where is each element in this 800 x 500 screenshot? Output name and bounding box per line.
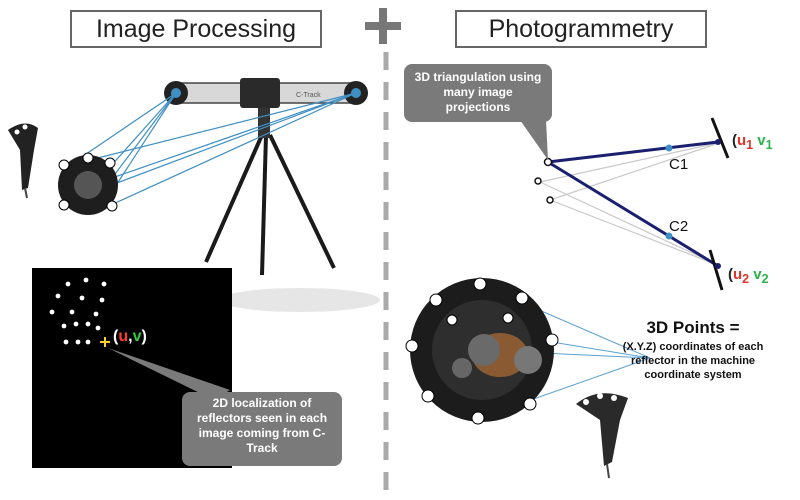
triangulation-callout: 3D triangulation using many image projec… (404, 64, 552, 122)
localization-callout: 2D localization of reflectors seen in ea… (182, 392, 342, 466)
image-plane-2 (708, 249, 724, 291)
camera-center-2 (665, 232, 673, 240)
points-3d-heading: 3D Points = (646, 318, 740, 337)
photogrammetry-title: Photogrammetry (455, 10, 707, 48)
dashed-divider (383, 52, 389, 492)
probe-target-icon (58, 152, 118, 215)
device-label: C-Track (296, 92, 321, 99)
tripod-shadow (220, 288, 380, 312)
uv1-label: (u1 v1 (732, 132, 773, 152)
c1-label: C1 (669, 156, 689, 173)
uv2-label: (u2 v2 (728, 266, 769, 286)
points-3d-label: 3D Points = (X.Y.Z) coordinates of each … (618, 318, 768, 382)
camera-center-1 (665, 144, 673, 152)
tripod-camera-icon: C-Track (164, 78, 368, 276)
uv-image-coordinate: (u,v) (113, 328, 147, 345)
handheld-probe-icon (576, 393, 628, 479)
point-3d (546, 196, 554, 204)
projection-rays (547, 140, 719, 268)
camera-rays (69, 92, 357, 211)
point-3d (534, 177, 542, 185)
image-plane-1 (710, 117, 730, 159)
point-3d (543, 157, 553, 167)
handheld-probe-icon (8, 123, 38, 199)
probe-target-icon (405, 277, 559, 425)
image-processing-title: Image Processing (70, 10, 322, 48)
points-3d-description: (X.Y.Z) coordinates of each reflector in… (622, 341, 764, 381)
plus-icon (363, 6, 403, 46)
c2-label: C2 (669, 218, 689, 235)
